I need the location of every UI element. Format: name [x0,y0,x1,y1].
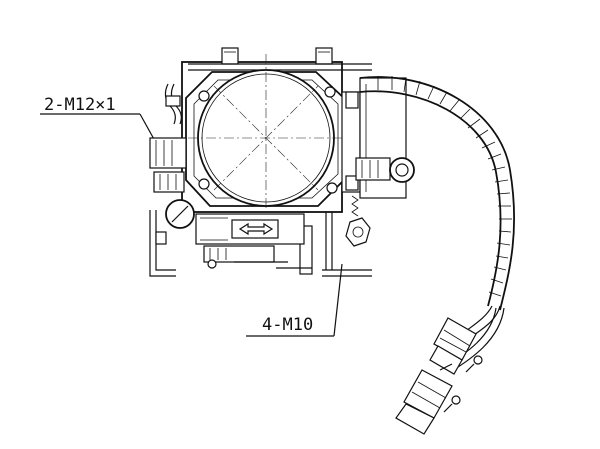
top-bolt-left [221,47,239,65]
callout-thread-group: 2-M12×1 [40,95,161,151]
wiring-harness [359,76,515,373]
left-foot [149,210,176,277]
flange-bolt-br [326,182,338,194]
harness-corrugation [377,76,512,297]
left-port-block [149,137,187,169]
flange-bolt-tl [198,90,210,102]
left-port-nut [153,171,185,193]
top-bolt-right [315,47,333,65]
flange-bolt-tr [324,86,336,98]
right-bracket [276,77,415,277]
double-arrow-icon [238,222,274,236]
flange-bolt-bl [198,178,210,190]
connector-lower [395,363,461,435]
harness-inner-line [359,90,502,307]
linkage-block [355,157,391,181]
spring [351,195,359,217]
actuator-window [231,219,279,239]
eye-fitting [389,157,415,183]
left-assembly [149,83,305,277]
lower-right-nut [345,217,371,247]
callout-thread-label: 2-M12×1 [44,95,116,115]
sensor-nut-bottom [345,175,359,191]
connector-lower-pin [451,395,461,405]
callout-bolts-group: 4-M10 [246,263,343,337]
callout-bolts-leader [333,263,343,337]
connector-upper [429,317,483,375]
harness-outer-line [359,76,515,311]
callout-bolts-label: 4-M10 [262,315,313,335]
connector-upper-pin [473,355,483,365]
lower-linkage [203,245,275,263]
sensor-nut-top [345,91,359,109]
main-housing [181,47,372,214]
